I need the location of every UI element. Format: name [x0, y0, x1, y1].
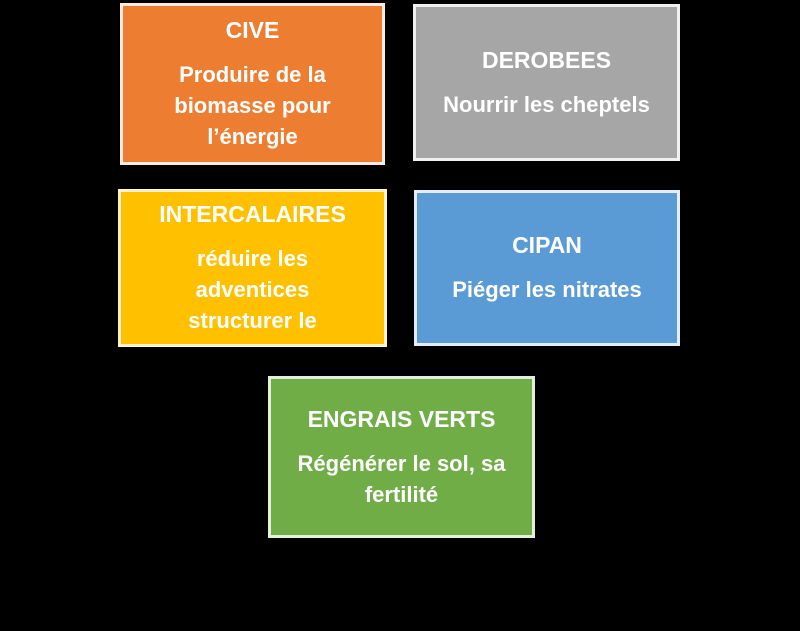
category-card-cive: CIVE Produire de la biomasse pour l’éner… — [120, 3, 385, 165]
category-card-derobees: DEROBEES Nourrir les cheptels — [413, 4, 680, 161]
category-card-cipan: CIPAN Piéger les nitrates — [414, 190, 680, 346]
card-title-engrais-verts: ENGRAIS VERTS — [307, 405, 496, 432]
card-description-cipan: Piéger les nitrates — [452, 277, 642, 303]
card-title-intercalaires: INTERCALAIRES — [159, 201, 346, 228]
card-title-cipan: CIPAN — [512, 232, 582, 259]
card-description-cive: Produire de la biomasse pour l’énergie — [174, 62, 331, 149]
card-description-engrais-verts: Régénérer le sol, sa fertilité — [297, 450, 506, 507]
card-title-cive: CIVE — [225, 17, 280, 44]
category-card-engrais-verts: ENGRAIS VERTS Régénérer le sol, sa ferti… — [268, 376, 535, 538]
card-description-derobees: Nourrir les cheptels — [443, 91, 650, 117]
card-description-intercalaires: réduire les adventices structurer le — [188, 246, 317, 333]
category-card-intercalaires: INTERCALAIRES réduire les adventices str… — [118, 189, 387, 347]
card-title-derobees: DEROBEES — [481, 46, 612, 73]
